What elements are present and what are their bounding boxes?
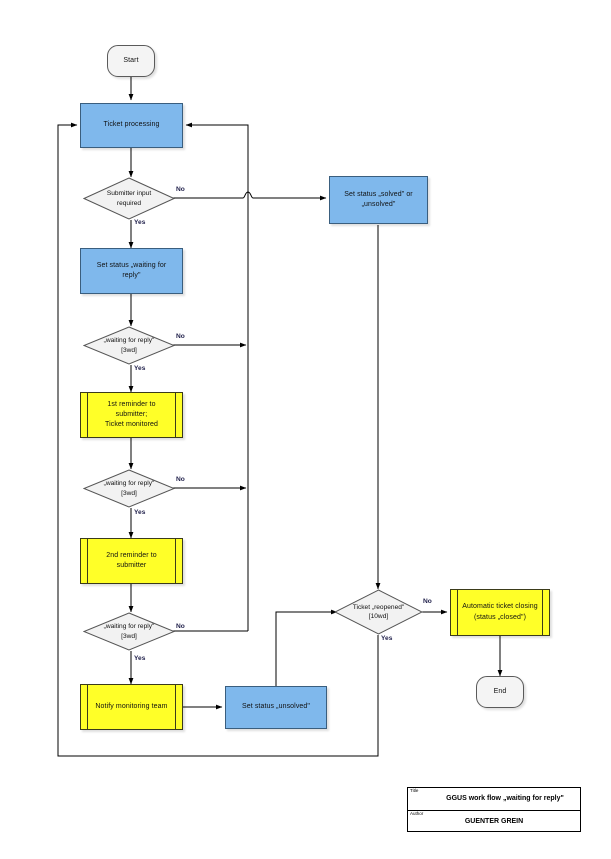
predef-line: Ticket monitored: [104, 421, 159, 429]
edge-setunsolved-to-reopened: [275, 609, 338, 686]
dec-line: [3wd]: [121, 489, 137, 497]
edge-label-reopened-yes: Yes: [381, 635, 393, 642]
node-set-status-solved-unsolved[interactable]: Set status „solved" or „unsolved": [329, 176, 428, 224]
edge-label-wait3-yes: Yes: [134, 655, 146, 662]
proc-line: Set status „solved" or: [344, 190, 413, 198]
title-block-title-value: GGUS work flow „waiting for reply": [446, 795, 564, 802]
edge-label-submitter-yes: Yes: [134, 219, 146, 226]
node-decision-waiting-for-reply-2[interactable]: „waiting for reply" [3wd]: [83, 469, 175, 508]
node-set-status-solved-unsolved-label: Set status „solved" or „unsolved": [336, 190, 421, 210]
edge-label-wait2-yes: Yes: [134, 509, 146, 516]
predef-line: Automatic ticket closing: [462, 603, 538, 611]
node-notify-monitoring-team-label: Notify monitoring team: [95, 702, 168, 710]
node-end-label: End: [493, 687, 507, 695]
edge-label-submitter-no: No: [176, 186, 185, 193]
dec-line: „waiting for reply": [103, 623, 155, 631]
node-notify-monitoring-team[interactable]: Notify monitoring team: [80, 684, 183, 730]
node-submitter-input-required-label: Submitter input required: [83, 177, 175, 220]
proc-line: „unsolved": [361, 201, 396, 208]
title-block-title-caption: Title: [410, 788, 419, 793]
node-first-reminder[interactable]: 1st reminder to submitter; Ticket monito…: [80, 392, 183, 438]
node-start[interactable]: Start: [107, 45, 155, 77]
predef-line: 2nd reminder to: [106, 551, 157, 559]
node-second-reminder-label: 2nd reminder to submitter: [98, 551, 165, 571]
dec-line: „waiting for reply": [103, 337, 155, 345]
node-submitter-input-required[interactable]: Submitter input required: [83, 177, 175, 220]
edge-label-wait1-yes: Yes: [134, 365, 146, 372]
dec-line: Submitter input: [106, 190, 152, 198]
dec-line: [10wd]: [368, 613, 389, 620]
node-second-reminder[interactable]: 2nd reminder to submitter: [80, 538, 183, 584]
node-end[interactable]: End: [476, 676, 524, 708]
edge-return-bus-to-ticketproc: [185, 122, 249, 631]
node-decision-waiting-for-reply-3-label: „waiting for reply" [3wd]: [83, 612, 175, 651]
predef-line: (status „closed"): [473, 613, 527, 621]
title-block: Title GGUS work flow „waiting for reply"…: [407, 787, 581, 832]
edge-label-wait3-no: No: [176, 623, 185, 630]
node-automatic-ticket-closing-label: Automatic ticket closing (status „closed…: [454, 602, 546, 622]
title-block-author-value: GUENTER GREIN: [464, 818, 524, 825]
node-decision-waiting-for-reply-3[interactable]: „waiting for reply" [3wd]: [83, 612, 175, 651]
predef-line: submitter: [116, 562, 147, 569]
node-decision-waiting-for-reply-1[interactable]: „waiting for reply" [3wd]: [83, 326, 175, 365]
node-automatic-ticket-closing[interactable]: Automatic ticket closing (status „closed…: [450, 589, 550, 636]
edge-label-wait1-no: No: [176, 333, 185, 340]
dec-line: required: [116, 199, 142, 207]
node-decision-waiting-for-reply-2-label: „waiting for reply" [3wd]: [83, 469, 175, 508]
node-decision-ticket-reopened[interactable]: Ticket „reopened" [10wd]: [334, 589, 423, 635]
node-first-reminder-label: 1st reminder to submitter; Ticket monito…: [97, 400, 166, 430]
dec-line: Ticket „reopened": [352, 603, 405, 611]
node-decision-ticket-reopened-label: Ticket „reopened" [10wd]: [334, 589, 423, 635]
title-block-author-caption: Author: [410, 811, 424, 816]
node-set-status-unsolved[interactable]: Set status „unsolved": [225, 686, 327, 729]
predef-line: submitter;: [115, 410, 148, 418]
dec-line: [3wd]: [121, 346, 137, 354]
node-set-status-waiting-for-reply-label: Set status „waiting for reply": [96, 261, 167, 279]
node-set-status-waiting-for-reply[interactable]: Set status „waiting for reply": [80, 248, 183, 294]
dec-line: „waiting for reply": [103, 480, 155, 488]
title-block-author-row: Author GUENTER GREIN: [408, 811, 580, 833]
edge-label-reopened-no: No: [423, 598, 432, 605]
edge-reopened-yes-loop: [57, 122, 379, 757]
dec-line: [3wd]: [121, 632, 137, 640]
node-ticket-processing[interactable]: Ticket processing: [80, 103, 183, 148]
predef-line: 1st reminder to: [107, 400, 156, 408]
node-ticket-processing-label: Ticket processing: [103, 121, 160, 129]
node-start-label: Start: [123, 56, 139, 64]
edge-label-wait2-no: No: [176, 476, 185, 483]
node-decision-waiting-for-reply-1-label: „waiting for reply" [3wd]: [83, 326, 175, 365]
title-block-title-row: Title GGUS work flow „waiting for reply": [408, 788, 580, 811]
node-set-status-unsolved-label: Set status „unsolved": [241, 703, 310, 711]
